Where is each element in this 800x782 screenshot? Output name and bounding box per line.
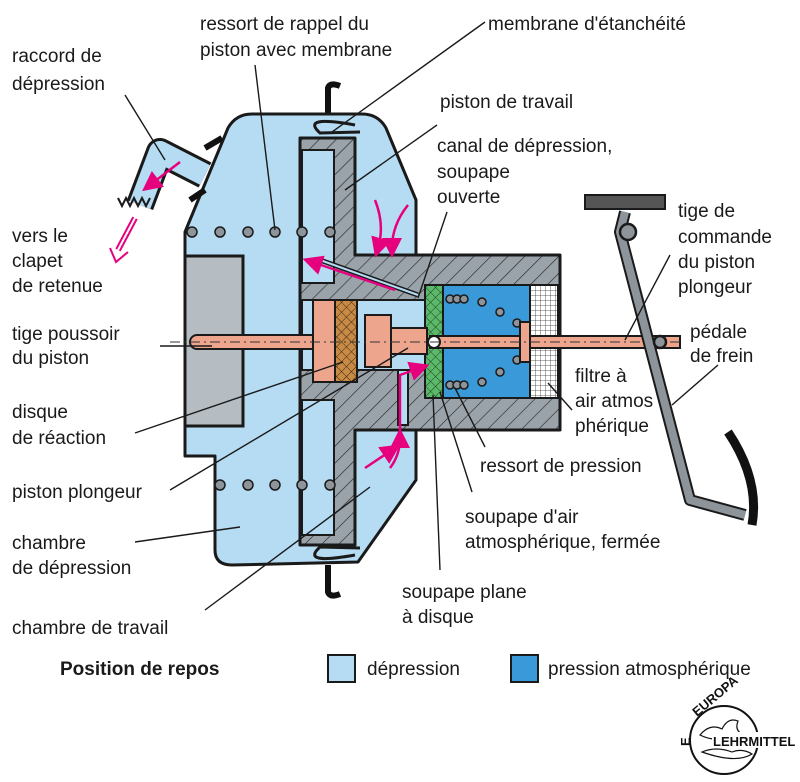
legend-label-atmospheric: pression atmosphérique [548,659,751,680]
label-brake-pedal-2: de frein [690,346,753,367]
label-working-chamber: chambre de travail [12,618,168,639]
leader-lines [124,21,719,611]
label-vacuum-chamber: chambre [12,533,86,554]
label-working-piston: piston de travail [440,92,573,113]
sealing-membrane-top [313,119,361,135]
legend-swatch-atmospheric [510,654,539,683]
label-control-rod-3: du piston [678,252,755,273]
label-vacuum-chamber-2: de dépression [12,558,131,579]
label-vacuum-connector: raccord de [12,46,102,67]
label-vacuum-connector-2: dépression [12,74,105,95]
label-vacuum-channel-3: ouverte [437,187,500,208]
label-disc-valve: soupape plane [402,582,527,603]
label-check-valve-3: de retenue [12,276,103,297]
label-reaction-disc-2: de réaction [12,428,106,449]
label-brake-pedal: pédale [690,322,747,343]
label-air-valve-2: atmosphérique, fermée [465,532,660,553]
label-control-rod-2: commande [678,227,772,248]
label-push-rod-2: du piston [12,348,89,369]
europa-lehrmittel-logo: E EUROPA LEHRMITTEL [678,672,795,775]
label-check-valve: vers le [12,226,68,247]
label-push-rod: tige poussoir [12,324,120,345]
label-vacuum-channel-2: soupape [437,162,510,183]
svg-text:LEHRMITTEL: LEHRMITTEL [713,734,795,749]
reaction-piston [312,299,336,383]
plunger-piston [364,314,392,368]
label-pressure-spring: ressort de pression [480,456,642,477]
legend-title: Position de repos [60,659,219,680]
mounting-lug-bottom [325,565,342,599]
label-air-filter-2: air atmos [575,391,653,412]
legend-swatch-vacuum [327,654,356,683]
label-reaction-disc: disque [12,402,68,423]
legend-label-vacuum: dépression [367,659,460,680]
sealing-membrane-bottom [313,545,361,561]
brake-pedal [584,194,759,526]
labels: ressort de rappel du piston avec membran… [12,14,772,639]
label-disc-valve-2: à disque [402,607,474,628]
label-air-filter: filtre à [575,366,627,387]
label-control-rod: tige de [678,201,735,222]
reaction-disc [334,299,358,383]
airflow-arrows [109,161,430,470]
label-return-spring-2: piston avec membrane [200,40,392,61]
label-membrane: membrane d'étanchéité [488,14,686,35]
label-air-filter-3: phérique [575,416,649,437]
svg-text:E: E [678,737,693,746]
return-spring-coils [186,226,336,491]
mounting-lug-top [325,81,342,115]
label-check-valve-2: clapet [12,251,63,272]
label-return-spring: ressort de rappel du [200,14,369,35]
legend: Position de repos dépression pression at… [60,654,751,683]
label-air-valve: soupape d'air [465,507,579,528]
label-vacuum-channel: canal de dépression, [437,136,612,157]
label-plunger-piston: piston plongeur [12,482,143,503]
label-control-rod-4: plongeur [678,277,753,298]
